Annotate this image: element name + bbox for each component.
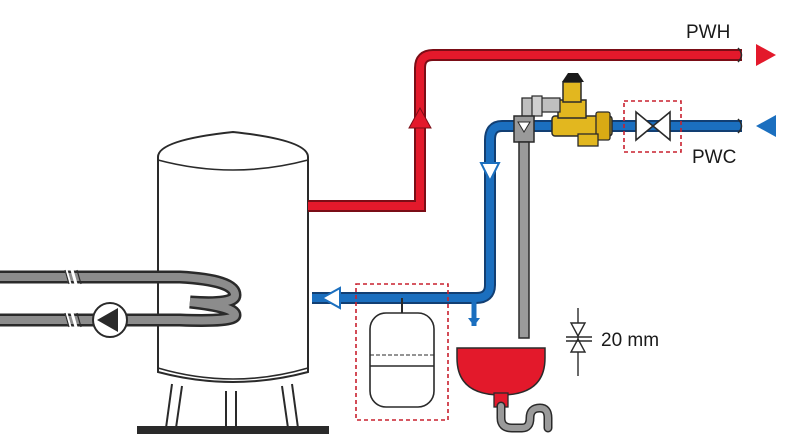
gap-dimension: [566, 308, 592, 376]
pwh-label: PWH: [686, 22, 730, 43]
siphon-trap-icon: [496, 401, 553, 433]
hot-flow-arrow: [408, 106, 432, 129]
pwc-label: PWC: [692, 147, 736, 168]
expansion-vessel-box: [355, 283, 449, 421]
tank-top-seam: [157, 159, 309, 171]
cold-pipe-end: [737, 118, 743, 134]
expansion-vessel-icon: [369, 298, 435, 408]
cold-water-pipe: [312, 115, 776, 326]
safety-valve-group-icon: [521, 73, 613, 147]
pipe-break-marks: [64, 269, 78, 328]
floor-base: [137, 426, 329, 434]
cold-flow-arrow-left: [319, 286, 341, 310]
tank-bottom-seam: [157, 367, 309, 380]
hot-water-pipe: [308, 44, 776, 212]
tank-legs: [165, 383, 299, 429]
pwh-arrow-icon: [756, 44, 776, 66]
pwc-arrow-icon: [756, 115, 776, 137]
heating-coil-pipes: [0, 269, 242, 328]
drain-funnel-icon: [456, 347, 546, 408]
shutoff-valve-icon: [635, 110, 671, 142]
shutoff-valve-box: [623, 100, 682, 153]
gap-label: 20 mm: [601, 330, 659, 351]
cold-flow-arrow-down: [479, 162, 501, 184]
hot-pipe-end: [737, 47, 743, 63]
check-valve-icon: [513, 115, 535, 143]
discharge-pipe: [518, 141, 530, 339]
pump-icon: [92, 302, 128, 338]
